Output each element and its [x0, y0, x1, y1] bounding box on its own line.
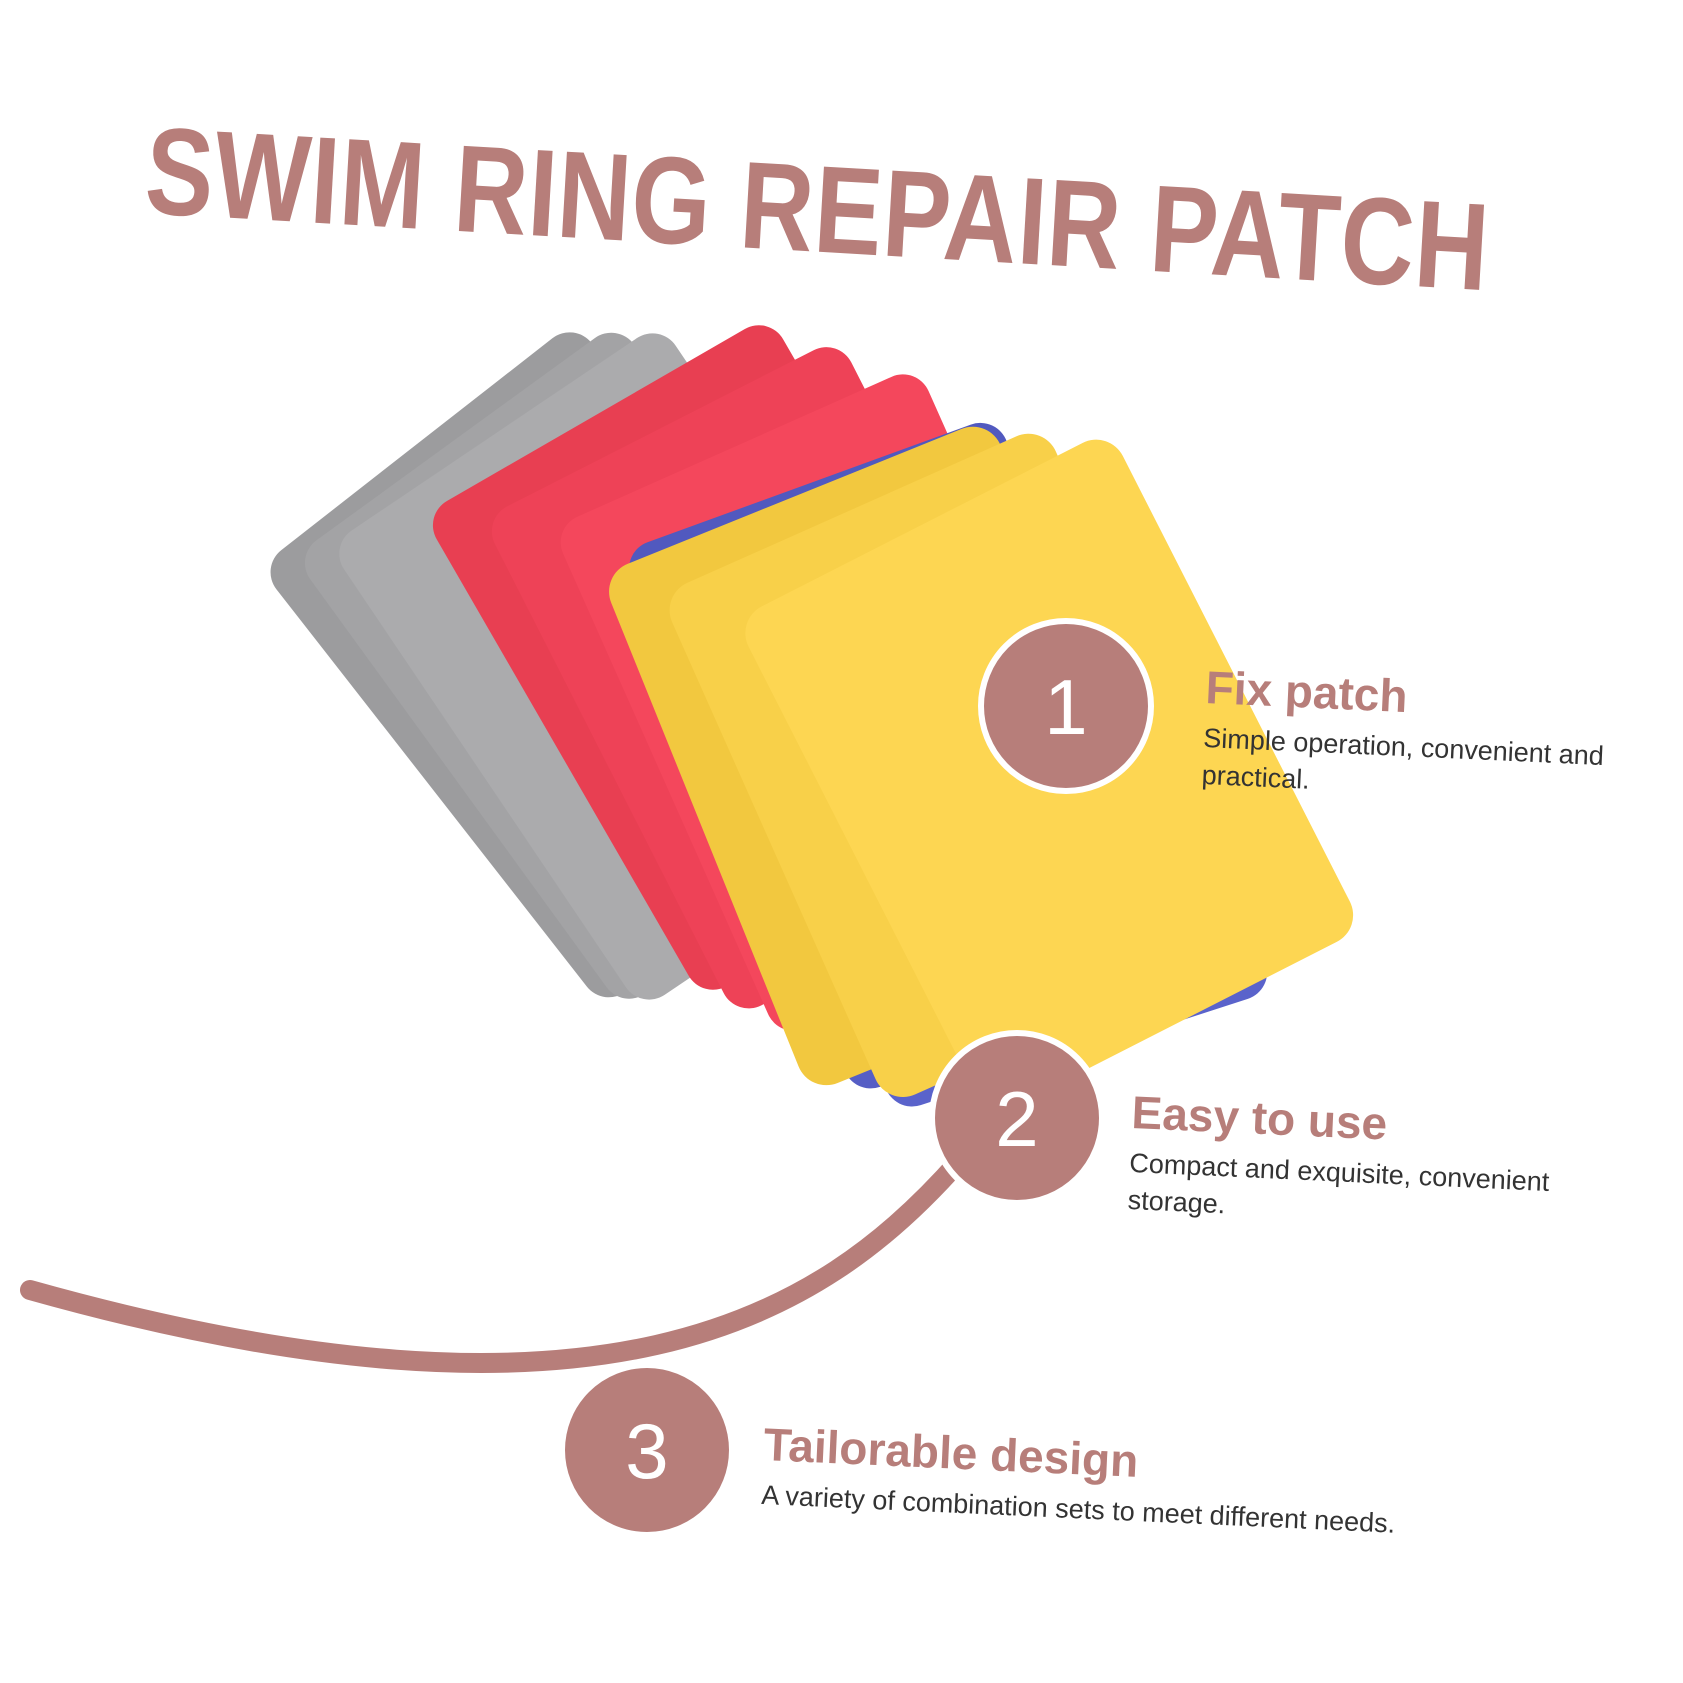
step-number: 1 — [1044, 663, 1087, 751]
step-marker-3: 3 — [559, 1362, 735, 1538]
step-marker-2: 2 — [929, 1030, 1105, 1206]
patch-stack-image — [270, 325, 1354, 1109]
feature-1: Fix patch Simple operation, convenient a… — [1201, 660, 1627, 813]
step-marker-1: 1 — [978, 618, 1154, 794]
feature-2: Easy to use Compact and exquisite, conve… — [1127, 1085, 1623, 1241]
step-number: 2 — [995, 1075, 1038, 1163]
step-number: 3 — [625, 1407, 668, 1495]
